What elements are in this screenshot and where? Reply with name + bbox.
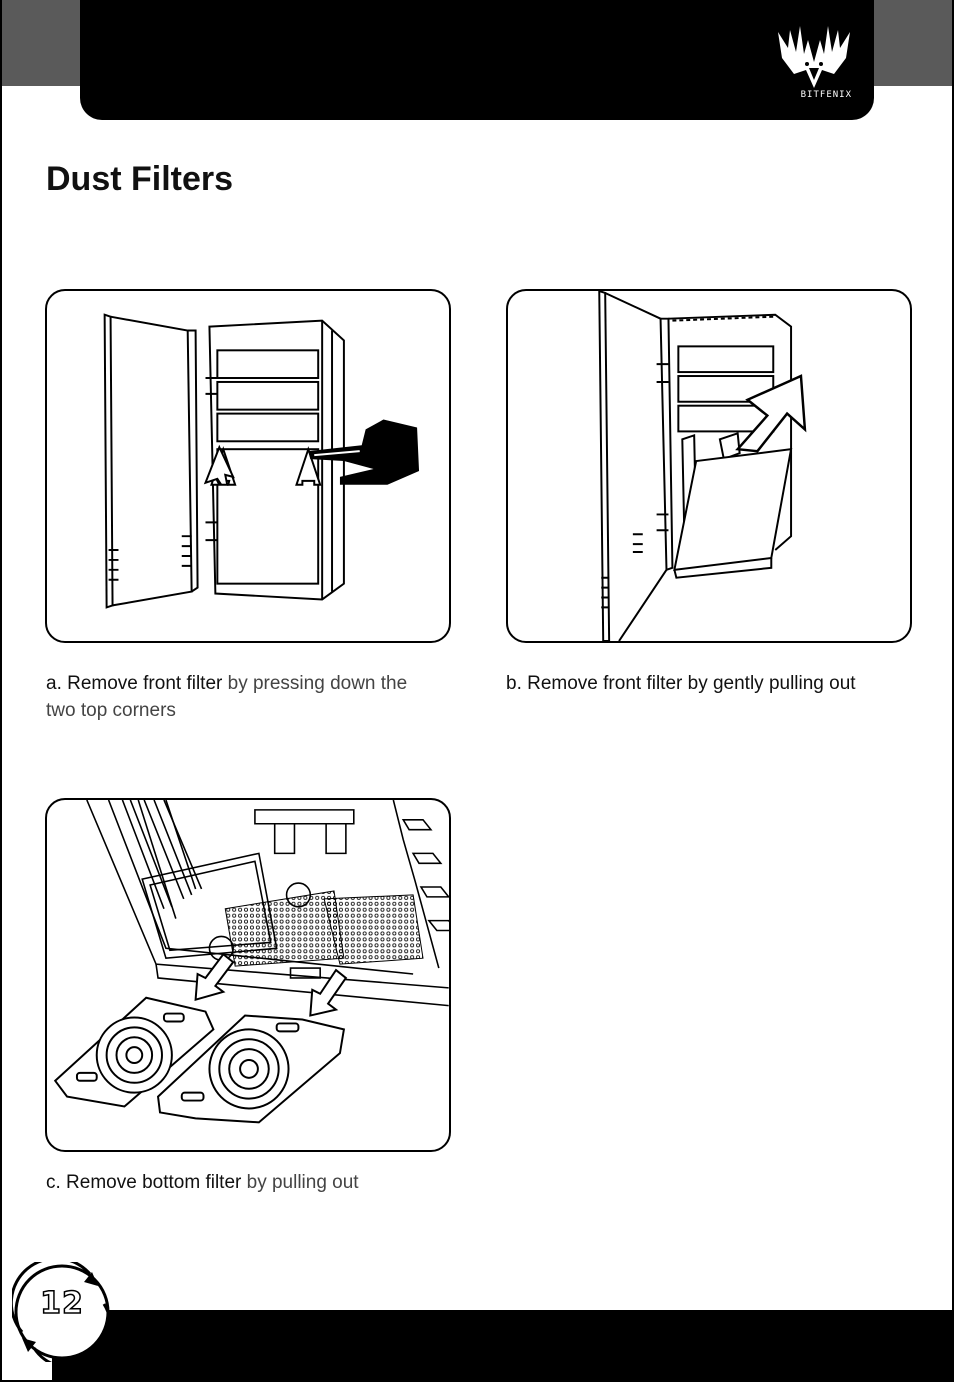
footer-bar xyxy=(52,1310,954,1382)
front-filter-pull-out-illustration xyxy=(598,291,807,641)
header-bar: BITFENIX xyxy=(80,0,874,120)
page-number: 12 xyxy=(39,1285,84,1322)
step-b-caption-main: b. Remove front filter by gently pulling… xyxy=(506,673,856,694)
brand-wordmark: BITFENIX xyxy=(800,90,852,100)
step-a-caption-main: a. Remove front filter xyxy=(46,673,223,694)
step-a-caption: a. Remove front filter by pressing down … xyxy=(46,670,426,724)
page-number-badge-icon xyxy=(12,1262,112,1362)
illustration-panel-c xyxy=(45,798,451,1152)
illustration-panel-b xyxy=(506,289,912,643)
page-title: Dust Filters xyxy=(46,160,234,198)
front-panel-press-corners-illustration xyxy=(103,313,420,609)
step-c-caption-main: c. Remove bottom filter xyxy=(46,1172,242,1193)
step-a-caption-rest: by pressing down the two top corners xyxy=(46,673,408,721)
bitfenix-phoenix-icon xyxy=(778,26,850,88)
illustration-panel-a xyxy=(45,289,451,643)
header-corner-tab-right xyxy=(872,0,952,86)
step-c-caption: c. Remove bottom filter by pulling out xyxy=(46,1169,446,1196)
step-c-caption-rest: by pulling out xyxy=(241,1172,359,1193)
header-corner-tab-left xyxy=(2,0,82,86)
step-b-caption: b. Remove front filter by gently pulling… xyxy=(506,670,926,697)
bottom-filter-pull-out-illustration xyxy=(53,800,449,1124)
